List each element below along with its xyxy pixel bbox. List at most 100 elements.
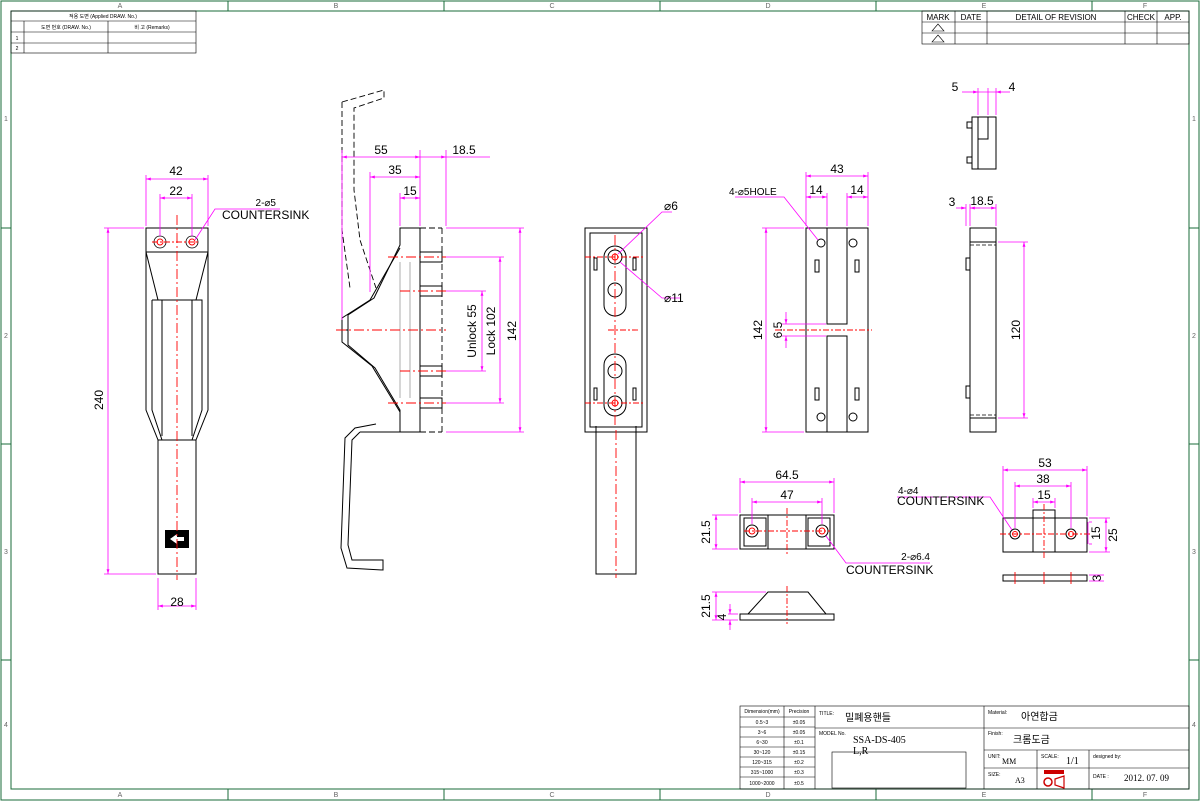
tolerance-prec-6: ±0.5: [794, 781, 804, 787]
back-diameter-11-label: ⌀11: [664, 291, 684, 305]
applied-drawing-header: 적용 도면 (Applied DRAW. No.): [69, 13, 137, 20]
size-label: SIZE:: [988, 772, 1001, 778]
revision-table: [921, 10, 1190, 45]
revision-app-header: APP.: [1164, 13, 1181, 22]
plate-width-14-right-label: 14: [850, 183, 864, 197]
block-side-view: 21.5 4: [699, 586, 835, 630]
tolerance-prec-2: ±0.1: [794, 740, 804, 746]
applied-drawing-table: [10, 10, 197, 54]
scale-label: SCALE:: [1041, 754, 1059, 760]
zone-col-e-top: E: [982, 3, 987, 10]
front-view: 42 22 240 28 2-⌀5 COUNTERSINK: [92, 164, 309, 610]
zone-col-a-bottom: A: [118, 792, 123, 799]
block-side-4-label: 4: [715, 613, 729, 620]
material-label: Material:: [988, 710, 1007, 716]
side-width-55-label: 55: [374, 143, 388, 157]
front-width-28-label: 28: [170, 595, 184, 609]
model-number: SSA-DS-405: [853, 735, 906, 746]
tolerance-range-3: 30~120: [754, 750, 771, 756]
bracket-front-view: 4-⌀4 COUNTERSINK 53 38 15 15 25 3: [897, 456, 1120, 582]
bracket-width-15-label: 15: [1037, 488, 1051, 502]
zone-row-1-right: 1: [1192, 116, 1196, 123]
side-lock-label: Lock 102: [484, 306, 498, 355]
tolerance-range-4: 120~315: [752, 760, 772, 766]
ref-row-2: 2: [16, 46, 19, 52]
bracket-countersink-qty-label: 4-⌀4: [898, 486, 919, 497]
bracket-height-15-label: 15: [1089, 526, 1103, 540]
side-width-15-label: 15: [403, 184, 417, 198]
block-countersink-type-label: COUNTERSINK: [846, 563, 933, 577]
tolerance-prec-3: ±0.15: [793, 750, 806, 756]
finish-value: 크롬도금: [1013, 734, 1050, 746]
front-height-240-label: 240: [92, 390, 106, 410]
back-diameter-6-label: ⌀6: [664, 199, 678, 213]
zone-row-3-right: 3: [1192, 549, 1196, 556]
zone-row-4-left: 4: [4, 722, 8, 729]
block-countersink-qty-label: 2-⌀6.4: [901, 552, 930, 563]
zone-row-3-left: 3: [4, 549, 8, 556]
zone-col-f-bottom: F: [1143, 792, 1147, 799]
zone-row-2-left: 2: [4, 333, 8, 340]
zone-col-b-bottom: B: [334, 792, 339, 799]
date-label: DATE :: [1093, 774, 1109, 780]
zone-col-c-top: C: [549, 3, 554, 10]
thin-side-3-label: 3: [949, 195, 956, 209]
remarks-column-header: 비 고 (Remarks): [134, 24, 170, 31]
zone-col-d-bottom: D: [765, 792, 770, 799]
zone-col-a-top: A: [118, 3, 123, 10]
bracket-width-53-label: 53: [1038, 456, 1052, 470]
tolerance-prec-4: ±0.2: [794, 760, 804, 766]
bracket-countersink-type-label: COUNTERSINK: [897, 494, 984, 508]
title-block: [739, 705, 1190, 790]
block-height-21-5-label: 21.5: [699, 520, 713, 544]
thin-top-4-label: 4: [1009, 80, 1016, 94]
unit-label: UNIT:: [988, 754, 1001, 760]
bracket-side-view: [1002, 572, 1088, 584]
side-width-18-5-label: 18.5: [452, 143, 476, 157]
ref-row-1: 1: [16, 36, 19, 42]
drawno-column-header: 도면 번호 (DRAW. No.): [41, 24, 91, 31]
thin-top-5-label: 5: [952, 80, 959, 94]
bracket-width-38-label: 38: [1036, 472, 1050, 486]
zone-col-c-bottom: C: [549, 792, 554, 799]
zone-col-b-top: B: [334, 3, 339, 10]
tolerance-precision-header: Precision: [789, 709, 810, 715]
front-countersink-qty-label: 2-⌀5: [256, 198, 277, 209]
plate-width-14-left-label: 14: [809, 183, 823, 197]
designed-by-label: designed by:: [1093, 754, 1121, 760]
zone-col-e-bottom: E: [982, 792, 987, 799]
side-height-142-label: 142: [505, 321, 519, 341]
zone-row-4-right: 4: [1192, 722, 1196, 729]
unit-value: MM: [1002, 757, 1016, 766]
tolerance-range-2: 6~30: [756, 740, 767, 746]
tolerance-range-1: 3~6: [758, 730, 767, 736]
title-label: TITLE:: [819, 711, 834, 717]
block-front-view: 64.5 47 21.5 2-⌀6.4 COUNTERSINK: [699, 468, 933, 577]
size-value: A3: [1015, 776, 1025, 785]
thin-plate-top-view: 5 4: [952, 80, 1016, 170]
scale-value: 1/1: [1066, 756, 1079, 767]
zone-labels: A B C D E F A B C D E F 1 2 3 4 1 2 3 4: [4, 3, 1196, 799]
back-view: ⌀6 ⌀11: [584, 199, 684, 578]
plate-height-142-label: 142: [751, 320, 765, 340]
front-countersink-type-label: COUNTERSINK: [222, 208, 309, 222]
bracket-height-25-label: 25: [1106, 528, 1120, 542]
zone-col-f-top: F: [1143, 3, 1147, 10]
plate-width-43-label: 43: [830, 162, 844, 176]
revision-mark-header: MARK: [926, 13, 950, 22]
plate-gap-6-5-label: 6.5: [771, 321, 785, 338]
tolerance-prec-1: ±0.05: [793, 730, 806, 736]
tolerance-prec-0: ±0.05: [793, 720, 806, 726]
bracket-thickness-3-label: 3: [1090, 574, 1104, 581]
thin-side-18-5-label: 18.5: [970, 194, 994, 208]
block-width-64-5-label: 64.5: [775, 468, 799, 482]
block-side-height-21-5-label: 21.5: [699, 594, 713, 618]
plate-front-view: 43 14 14 4-⌀5HOLE 142 6.5: [729, 162, 872, 433]
block-width-47-label: 47: [780, 488, 794, 502]
tolerance-prec-5: ±0.3: [794, 770, 804, 776]
tolerance-range-0: 0.5~3: [756, 720, 769, 726]
tolerance-range-6: 1000~2000: [749, 781, 774, 787]
side-width-35-label: 35: [388, 163, 402, 177]
